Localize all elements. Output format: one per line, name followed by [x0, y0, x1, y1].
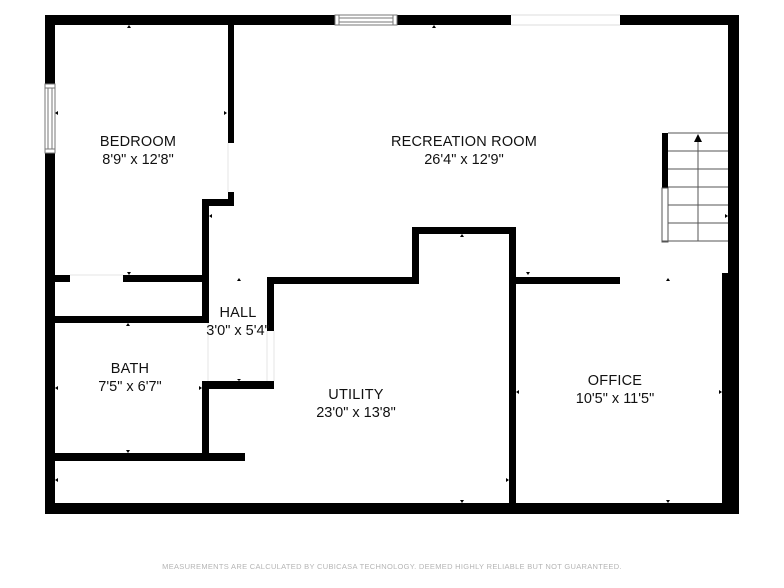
exterior-walls [45, 15, 739, 514]
interior-walls [55, 25, 620, 507]
measurement-markers [55, 25, 728, 503]
room-dimensions: 26'4" x 12'9" [424, 152, 504, 168]
room-hall: HALL 3'0" x 5'4" [206, 304, 269, 340]
room-dimensions: 3'0" x 5'4" [206, 323, 270, 339]
room-name: OFFICE [587, 373, 643, 389]
room-name: BEDROOM [99, 134, 177, 150]
window-left [44, 83, 56, 154]
room-name: RECREATION ROOM [390, 134, 538, 150]
room-dimensions: 23'0" x 13'8" [316, 405, 396, 421]
opening-top [511, 14, 620, 26]
disclaimer-text: MEASUREMENTS ARE CALCULATED BY CUBICASA … [162, 562, 622, 571]
stairs [661, 132, 728, 243]
stairs-up-arrow-icon [694, 134, 702, 142]
room-utility: UTILITY 23'0" x 13'8" [316, 386, 396, 422]
room-name: UTILITY [328, 387, 384, 403]
room-office: OFFICE 10'5" x 11'5" [576, 372, 654, 408]
room-name: BATH [110, 361, 150, 377]
room-dimensions: 7'5" x 6'7" [98, 379, 162, 395]
room-dimensions: 10'5" x 11'5" [575, 391, 655, 407]
room-recreation-room: RECREATION ROOM 26'4" x 12'9" [391, 133, 537, 169]
room-bedroom: BEDROOM 8'9" x 12'8" [100, 133, 176, 169]
window-top [334, 14, 398, 26]
hall-openings [70, 143, 275, 381]
room-name: HALL [219, 305, 257, 321]
room-bath: BATH 7'5" x 6'7" [98, 360, 161, 396]
room-dimensions: 8'9" x 12'8" [102, 152, 174, 168]
